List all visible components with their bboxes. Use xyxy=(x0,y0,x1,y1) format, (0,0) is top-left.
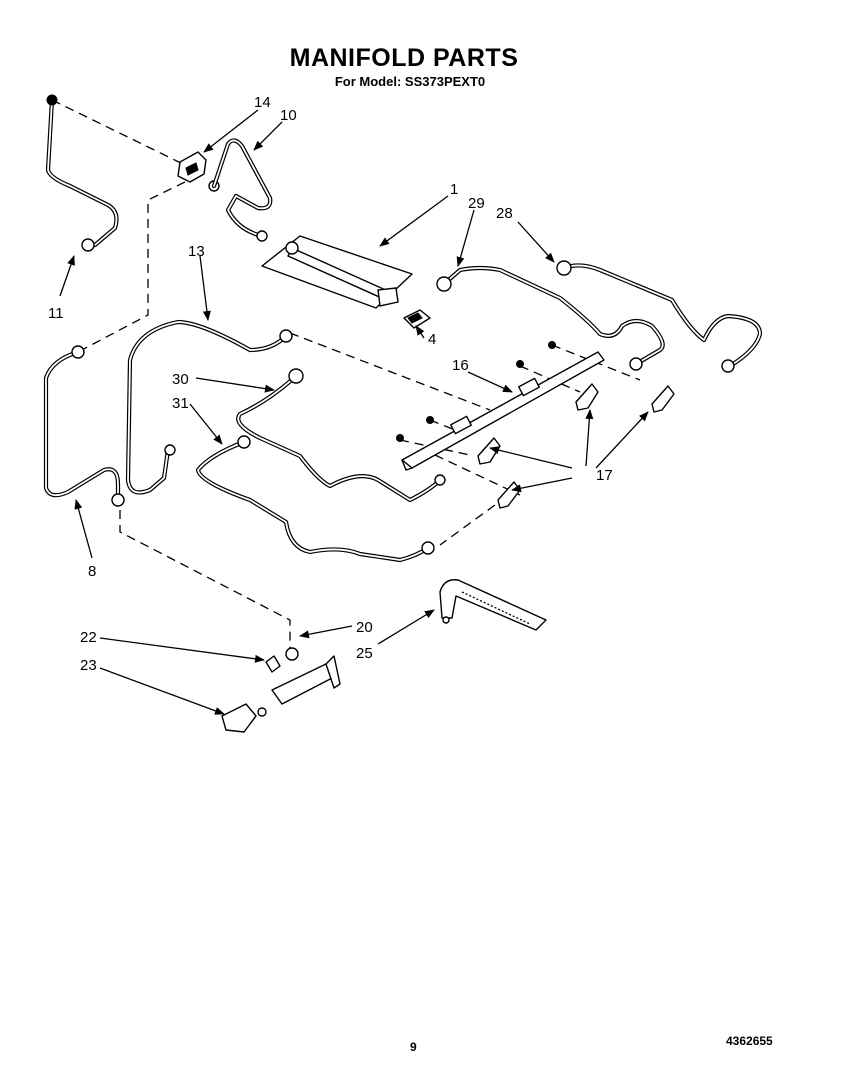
part-29-tube xyxy=(436,265,665,371)
callout-10: 10 xyxy=(280,107,297,124)
part-4-clip xyxy=(403,309,431,329)
part-28-tube xyxy=(556,260,763,373)
callout-4: 4 xyxy=(428,331,436,348)
page-number: 9 xyxy=(410,1040,417,1054)
dashed-guide-lines xyxy=(51,99,641,650)
leader-arrows xyxy=(59,109,649,715)
part-16-manifold-pipe xyxy=(396,341,605,471)
callout-23: 23 xyxy=(80,657,97,674)
callout-22: 22 xyxy=(80,629,97,646)
valve-assembly xyxy=(221,647,341,733)
callout-13: 13 xyxy=(188,243,205,260)
callout-25: 25 xyxy=(356,645,373,662)
document-number: 4362655 xyxy=(726,1034,773,1048)
callout-17: 17 xyxy=(596,467,613,484)
callout-29: 29 xyxy=(468,195,485,212)
part-8-tube xyxy=(43,345,125,507)
part-31-tube xyxy=(195,435,435,563)
part-25-burner xyxy=(439,579,547,631)
callout-numbers: 14 10 1 29 28 13 11 4 16 30 31 17 8 20 2… xyxy=(48,94,613,674)
callout-14: 14 xyxy=(254,94,271,111)
callout-30: 30 xyxy=(172,371,189,388)
part-10-tube xyxy=(211,138,273,242)
part-30-tube xyxy=(236,368,446,503)
callout-11: 11 xyxy=(48,305,64,322)
callout-1: 1 xyxy=(450,181,458,198)
callout-8: 8 xyxy=(88,563,96,580)
part-11-tube xyxy=(45,94,119,252)
callout-28: 28 xyxy=(496,205,513,222)
callout-20: 20 xyxy=(356,619,373,636)
callout-16: 16 xyxy=(452,357,469,374)
callout-31: 31 xyxy=(172,395,189,412)
part-13-tube xyxy=(125,319,293,495)
page-title: MANIFOLD PARTS xyxy=(289,44,519,72)
model-subtitle: For Model: SS373PEXT0 xyxy=(334,74,486,89)
part-1-burner xyxy=(261,235,413,309)
